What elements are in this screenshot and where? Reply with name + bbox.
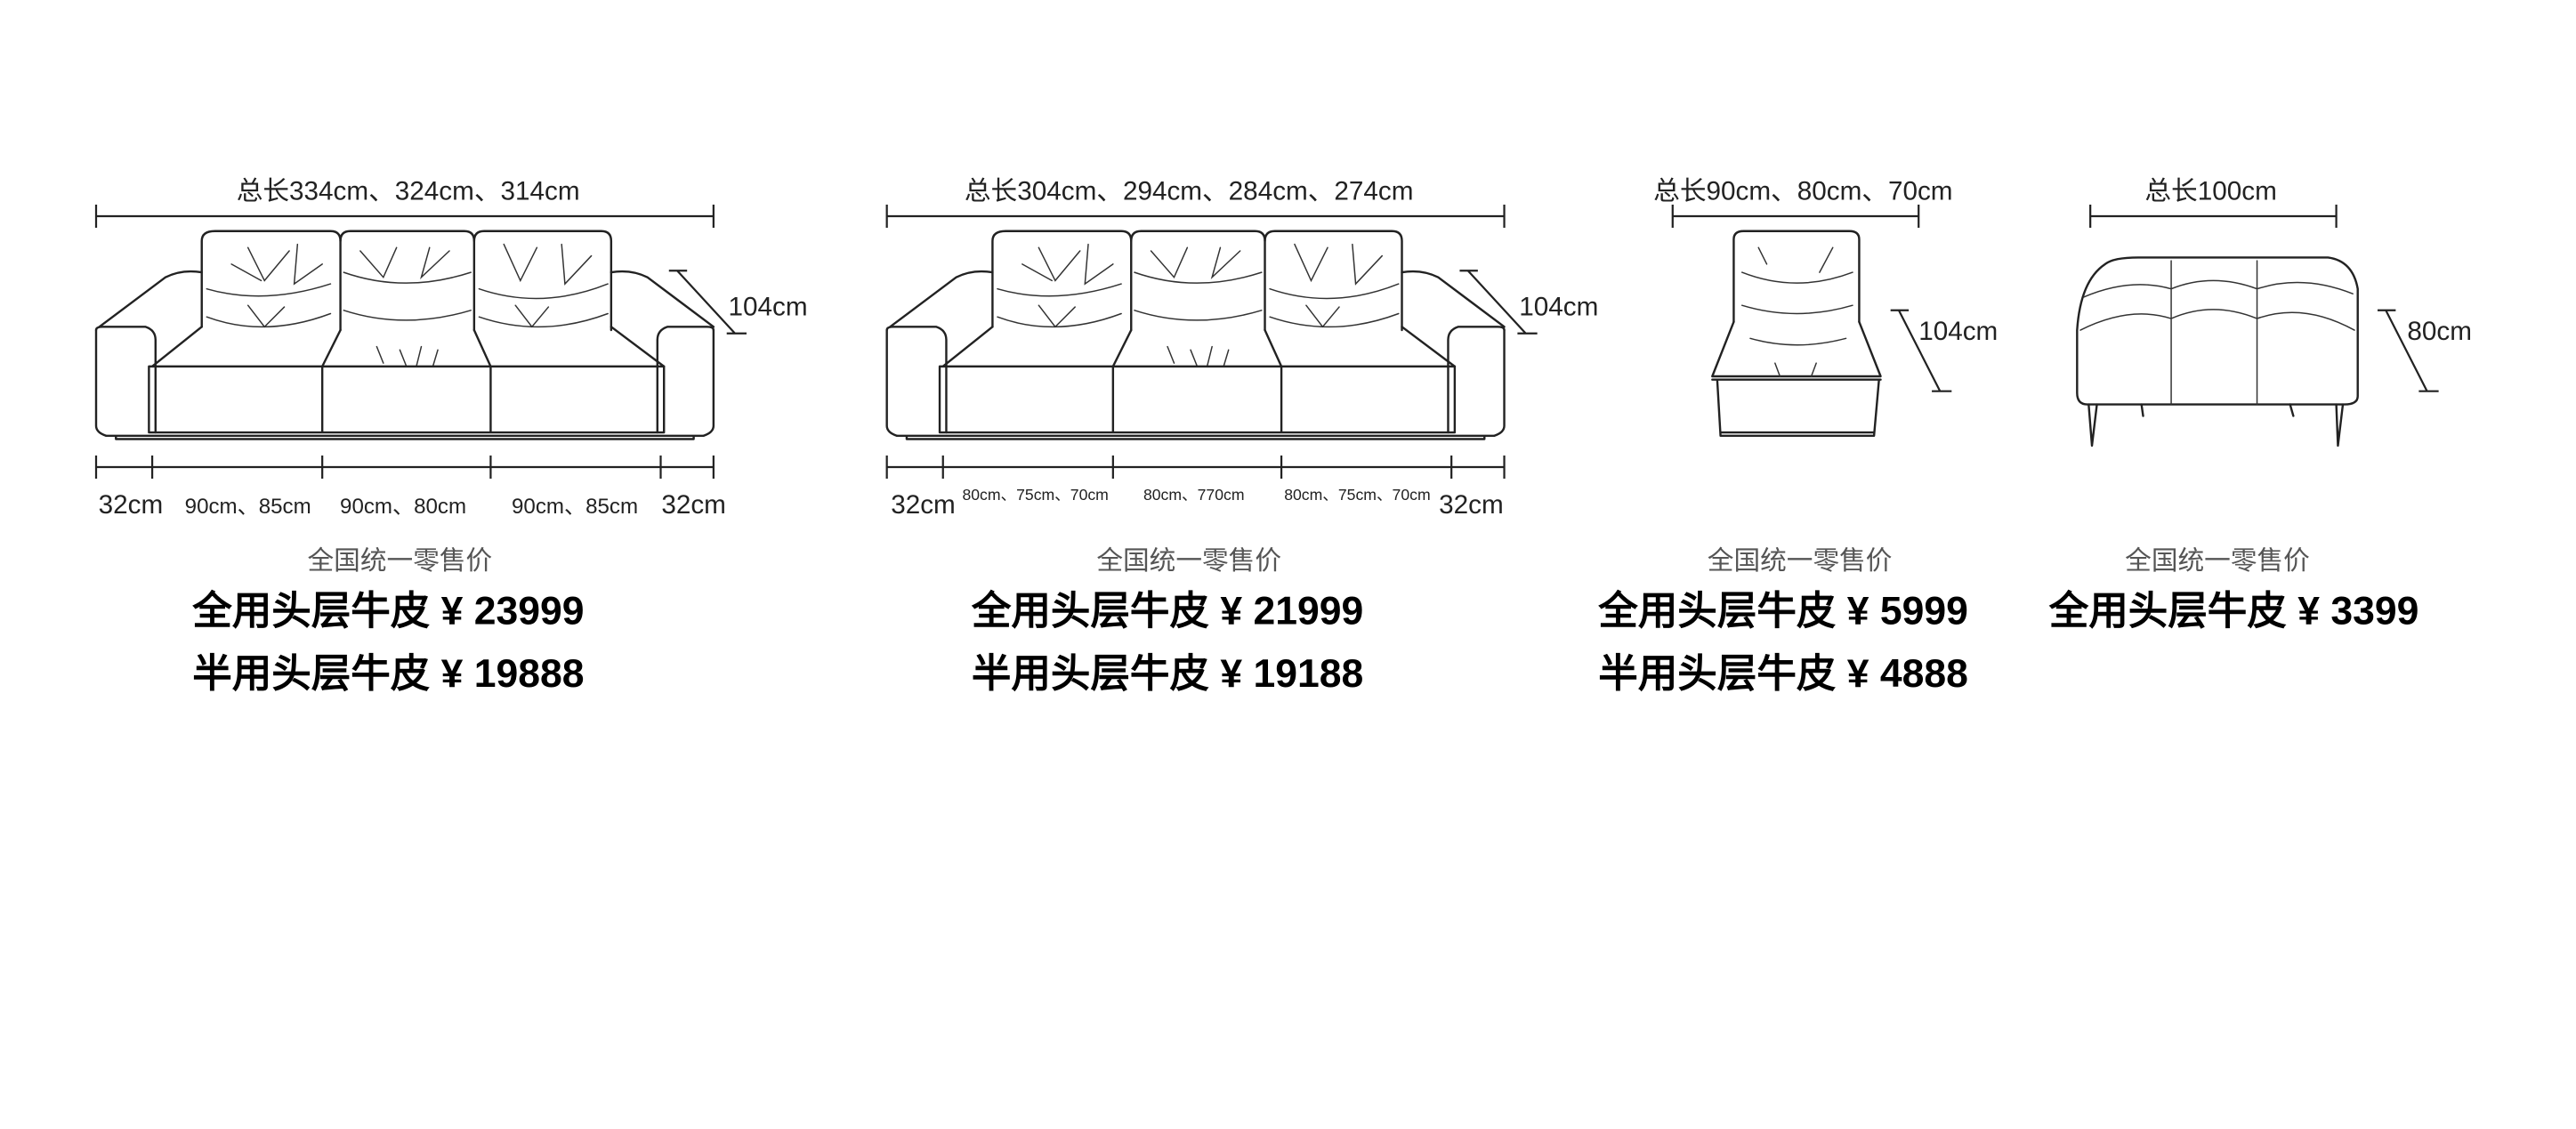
segment-label: 90cm、85cm [185,495,311,519]
price-half-leather: 半用头层牛皮 ¥ 19188 [972,652,1363,696]
price-note: 全国统一零售价 [1096,546,1281,576]
total-length-label: 总长100cm [2144,176,2276,206]
segment-label: 32cm [891,490,956,520]
ottoman-drawing [2076,205,2439,448]
segment-label: 90cm、80cm [340,495,466,519]
segment-label: 80cm、770cm [1143,486,1245,504]
price-full-leather: 全用头层牛皮 ¥ 21999 [971,588,1363,633]
product-sofa-b: 总长304cm、294cm、284cm、274cm 104cm 32cm 80c… [885,176,1598,696]
product-single-seat: 总长90cm、80cm、70cm 104cm 全国统一零售价 全用头层牛皮 ¥ … [1597,176,1998,695]
price-half-leather: 半用头层牛皮 ¥ 19888 [192,652,584,696]
price-note: 全国统一零售价 [2125,546,2310,576]
price-full-leather: 全用头层牛皮 ¥ 3399 [2048,588,2419,633]
sofa-drawing [885,203,1538,480]
segment-label: 80cm、75cm、70cm [962,486,1108,504]
sofa-drawing [94,203,748,480]
height-label: 104cm [1918,317,1998,346]
product-ottoman: 总长100cm 80cm 全国统一零售价 全用头层牛皮 ¥ 3399 [2048,176,2472,633]
product-sofa-a: 总长334cm、324cm、314cm 104cm 32cm 90cm、85cm… [94,176,808,696]
price-full-leather: 全用头层牛皮 ¥ 23999 [191,588,584,633]
segment-label: 80cm、75cm、70cm [1284,486,1430,504]
segment-label: 90cm、85cm [512,495,638,519]
height-label: 104cm [1519,292,1598,321]
price-note: 全国统一零售价 [308,546,493,576]
segment-label: 32cm [661,490,726,520]
total-length-label: 总长90cm、80cm、70cm [1653,176,1952,206]
price-half-leather: 半用头层牛皮 ¥ 4888 [1598,652,1968,696]
price-note: 全国统一零售价 [1708,546,1893,576]
height-label: 80cm [2407,317,2472,346]
segment-label: 32cm [99,490,164,520]
price-full-leather: 全用头层牛皮 ¥ 5999 [1597,588,1968,633]
chair-drawing [1671,205,1952,437]
segment-label: 32cm [1439,490,1504,520]
total-length-label: 总长334cm、324cm、314cm [237,176,580,206]
total-length-label: 总长304cm、294cm、284cm、274cm [965,176,1414,206]
height-label: 104cm [729,292,808,321]
